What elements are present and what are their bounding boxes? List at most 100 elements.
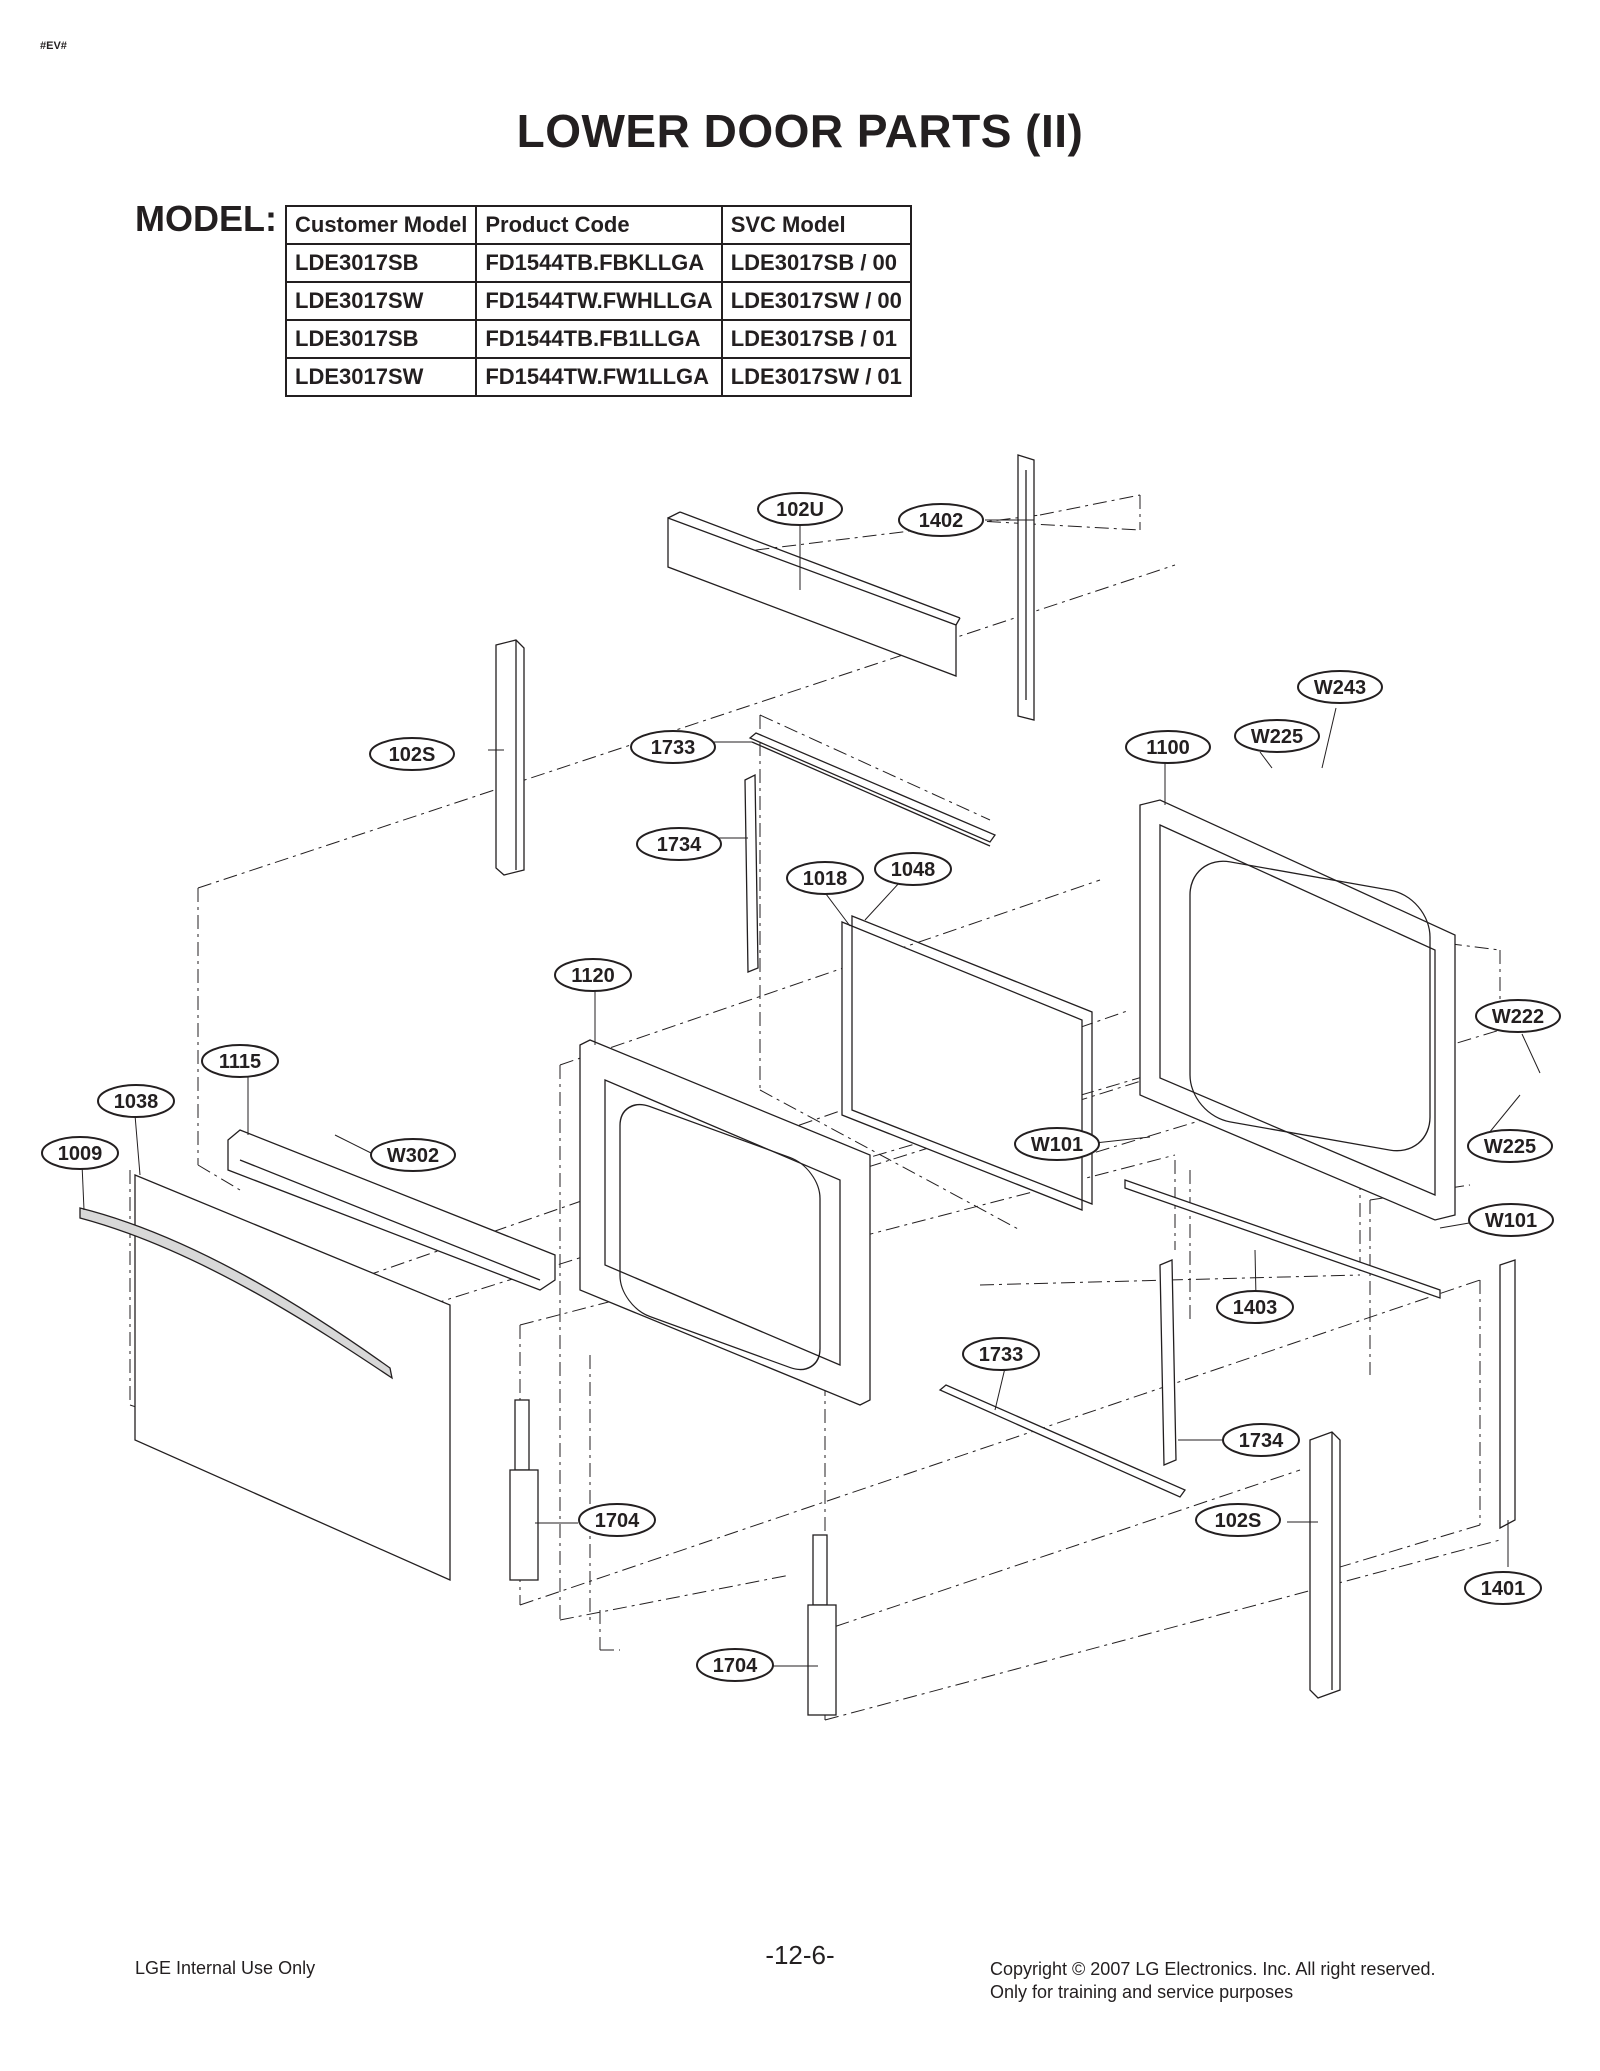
callout-w225-lower: W225 <box>1467 1129 1553 1163</box>
part-1704-hinge-lower <box>807 1534 837 1716</box>
callout-102s-lower: 102S <box>1195 1503 1281 1537</box>
callout-1100: 1100 <box>1125 730 1211 764</box>
part-1009-handle <box>79 1207 393 1380</box>
part-102s-left-post <box>495 639 525 876</box>
table-header-svc-model: SVC Model <box>720 205 912 245</box>
callout-label: 1048 <box>891 859 936 881</box>
table-cell: FD1544TB.FBKLLGA <box>475 243 723 283</box>
callout-label: 1401 <box>1481 1578 1526 1600</box>
table-cell: LDE3017SW / 00 <box>720 281 912 321</box>
footer-copyright-block: Copyright © 2007 LG Electronics. Inc. Al… <box>990 1958 1435 2004</box>
callout-label: W101 <box>1485 1210 1537 1232</box>
table-cell: LDE3017SW / 01 <box>720 357 912 397</box>
callout-1120: 1120 <box>554 958 632 992</box>
table-row: LDE3017SB FD1544TB.FB1LLGA LDE3017SB / 0… <box>284 319 912 359</box>
callout-1018: 1018 <box>786 861 864 895</box>
part-102u-top-trim <box>667 511 961 677</box>
table-cell: LDE3017SB <box>284 319 478 359</box>
callout-1733-lower: 1733 <box>962 1337 1040 1371</box>
table-row: LDE3017SW FD1544TW.FW1LLGA LDE3017SW / 0… <box>284 357 912 397</box>
callout-label: 1009 <box>58 1143 103 1165</box>
table-cell: LDE3017SB / 01 <box>720 319 912 359</box>
callout-label: 1100 <box>1146 737 1189 759</box>
table-header-product-code: Product Code <box>475 205 723 245</box>
part-1734-lower-strip <box>1159 1259 1177 1466</box>
callout-1115: 1115 <box>201 1044 279 1078</box>
callout-w243: W243 <box>1297 670 1383 704</box>
callout-label: 1734 <box>1239 1430 1284 1452</box>
callout-label: 1733 <box>979 1344 1024 1366</box>
part-102s-right-post <box>1309 1431 1341 1699</box>
part-1401-bracket <box>1499 1259 1516 1530</box>
model-table: Customer Model Product Code SVC Model LD… <box>284 205 912 397</box>
callout-1401: 1401 <box>1464 1571 1542 1605</box>
callout-label: 1734 <box>657 834 702 856</box>
table-cell: FD1544TB.FB1LLGA <box>475 319 723 359</box>
callout-1733-upper: 1733 <box>630 730 716 764</box>
callout-label: W101 <box>1031 1134 1083 1156</box>
table-cell: LDE3017SW <box>284 281 478 321</box>
part-1403-lower-bar <box>1124 1179 1441 1299</box>
part-1038-outer-panel <box>134 1174 451 1582</box>
callout-label: W225 <box>1484 1136 1536 1158</box>
model-table-header-row: Customer Model Product Code SVC Model <box>284 205 912 245</box>
part-1018-glass <box>841 921 1083 1211</box>
callout-w225-upper: W225 <box>1234 719 1320 753</box>
part-1115-bracket-bar <box>227 1129 556 1291</box>
callout-label: 1018 <box>803 868 848 890</box>
footer-internal-use: LGE Internal Use Only <box>135 1958 316 1978</box>
callout-label: 1704 <box>595 1510 640 1532</box>
callout-label: W225 <box>1251 726 1303 748</box>
footer-copyright: Copyright © 2007 LG Electronics. Inc. Al… <box>990 1959 1436 1979</box>
callout-102u: 102U <box>757 492 843 526</box>
callout-w222: W222 <box>1475 999 1561 1033</box>
document-tag: #EV# <box>40 40 67 52</box>
callout-label: 1120 <box>571 965 614 987</box>
table-cell: FD1544TW.FWHLLGA <box>475 281 723 321</box>
model-label: MODEL: <box>135 198 277 239</box>
table-cell: FD1544TW.FW1LLGA <box>475 357 723 397</box>
table-cell: LDE3017SB <box>284 243 478 283</box>
table-cell: LDE3017SB / 00 <box>720 243 912 283</box>
callout-102s-upper: 102S <box>369 737 455 771</box>
callout-label: W302 <box>387 1145 439 1167</box>
callout-label: 102U <box>776 499 824 521</box>
part-1733-lower-bar <box>938 1384 1186 1498</box>
table-row: LDE3017SB FD1544TB.FBKLLGA LDE3017SB / 0… <box>284 243 912 283</box>
callout-label: 1402 <box>919 510 964 532</box>
part-1402-bracket <box>1017 454 1035 721</box>
callout-w302: W302 <box>370 1138 456 1172</box>
part-1048-glass <box>851 915 1093 1205</box>
part-1120-middle-frame <box>579 1039 871 1406</box>
part-1734-upper-strip <box>744 773 759 973</box>
callout-1734-upper: 1734 <box>636 827 722 861</box>
page-title: LOWER DOOR PARTS (II) <box>516 105 1084 157</box>
part-1733-upper-bar <box>748 732 996 847</box>
part-1100-inner-frame <box>1139 799 1456 1221</box>
callout-label: 1733 <box>651 737 696 759</box>
callout-label: 1115 <box>219 1051 261 1073</box>
table-row: LDE3017SW FD1544TW.FWHLLGA LDE3017SW / 0… <box>284 281 912 321</box>
callout-1704-lower: 1704 <box>696 1648 774 1682</box>
callout-1734-lower: 1734 <box>1222 1423 1300 1457</box>
callout-label: 102S <box>389 744 436 766</box>
callout-1704-upper: 1704 <box>578 1503 656 1537</box>
callout-w101-upper: W101 <box>1014 1127 1100 1161</box>
callout-1048: 1048 <box>874 852 952 886</box>
table-cell: LDE3017SW <box>284 357 478 397</box>
callout-label: W243 <box>1314 677 1366 699</box>
callout-w101-lower: W101 <box>1468 1203 1554 1237</box>
callout-label: W222 <box>1492 1006 1544 1028</box>
page-number: -12-6- <box>765 1940 835 1970</box>
table-header-customer-model: Customer Model <box>284 205 478 245</box>
callout-1403: 1403 <box>1216 1290 1294 1324</box>
callout-label: 1038 <box>114 1091 159 1113</box>
callout-1402: 1402 <box>898 503 984 537</box>
callout-label: 102S <box>1215 1510 1262 1532</box>
callout-1009: 1009 <box>41 1136 119 1170</box>
callout-label: 1403 <box>1233 1297 1278 1319</box>
part-1704-hinge-upper <box>509 1399 539 1581</box>
footer-note: Only for training and service purposes <box>990 1982 1294 2002</box>
callout-label: 1704 <box>713 1655 758 1677</box>
